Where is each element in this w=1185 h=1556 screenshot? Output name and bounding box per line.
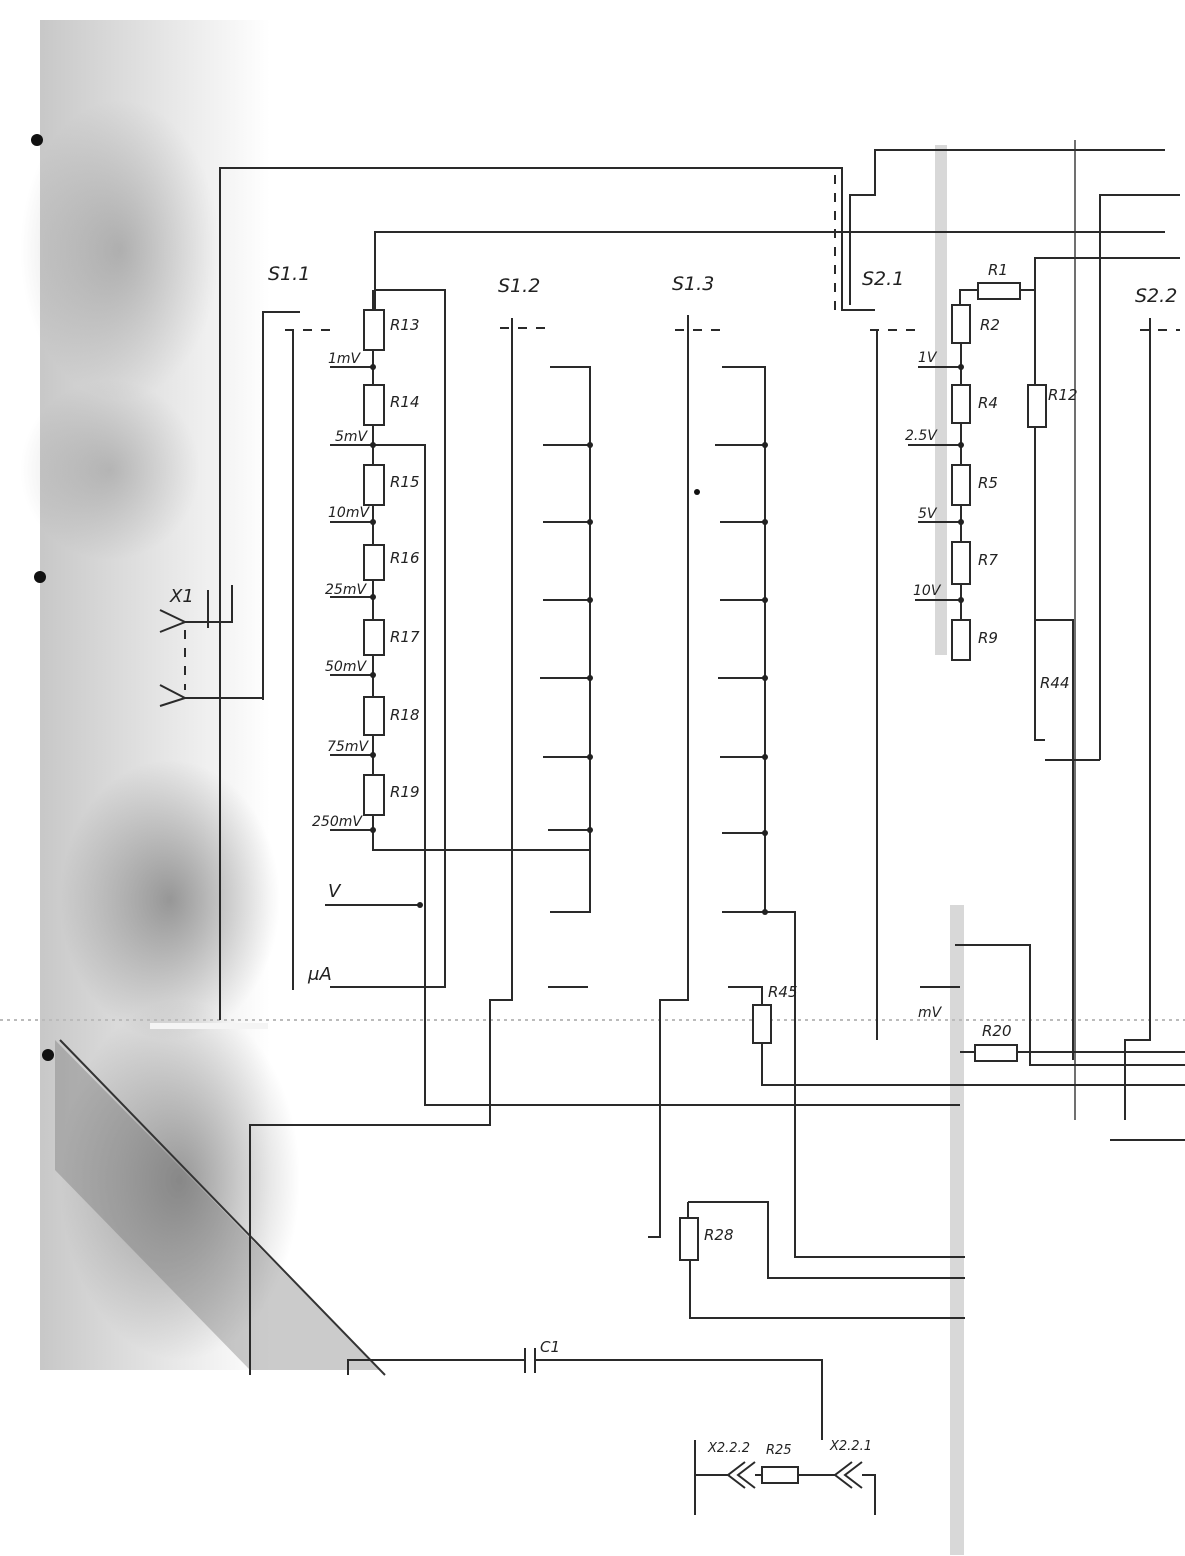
- label-75mv: 75mV: [327, 739, 369, 755]
- label-s1-1: S1.1: [268, 263, 310, 285]
- label-25mv: 25mV: [325, 582, 367, 598]
- resistor-labels: R1 R2 R4 R5 R7 R9 R12 R13 R14 R15 R16 R1…: [390, 261, 1078, 1458]
- label-r4: R4: [978, 394, 998, 412]
- label-r7: R7: [978, 551, 998, 569]
- top-wiring: [219, 140, 1180, 1120]
- label-r45: R45: [768, 983, 798, 1001]
- label-s1-3: S1.3: [672, 273, 714, 295]
- range-labels-left: 1mV 5mV 10mV 25mV 50mV 75mV 250mV V μA: [307, 351, 370, 985]
- x1-connector: [159, 585, 263, 707]
- label-c1: C1: [540, 1338, 560, 1356]
- label-250mv: 250mV: [312, 814, 363, 830]
- label-s1-2: S1.2: [498, 275, 540, 297]
- label-r12: R12: [1048, 386, 1078, 404]
- label-r44: R44: [1040, 674, 1070, 692]
- label-s2-1: S2.1: [862, 268, 904, 290]
- label-1v: 1V: [918, 350, 938, 366]
- label-r15: R15: [390, 473, 420, 491]
- label-x2-right: X2.2.1: [829, 1439, 872, 1454]
- label-v: V: [328, 881, 342, 902]
- label-r18: R18: [390, 706, 420, 724]
- label-r17: R17: [390, 628, 420, 646]
- label-r28: R28: [704, 1226, 734, 1244]
- label-r13: R13: [390, 316, 420, 334]
- s1-2-switch: [249, 318, 593, 1375]
- label-r25: R25: [766, 1443, 792, 1458]
- label-x2-2-2: X2.2.2: [707, 1441, 750, 1456]
- connector-labels: X1 X2.2.2 X2.2.1: [169, 586, 872, 1456]
- label-5mv: 5mV: [335, 429, 369, 445]
- label-r20: R20: [982, 1022, 1012, 1040]
- label-50mv: 50mV: [325, 659, 367, 675]
- switch-labels: S1.1 S1.2 S1.3 S2.1 S2.2: [268, 263, 1177, 307]
- label-mv-right: mV: [918, 1005, 943, 1021]
- label-5v: 5V: [918, 506, 938, 522]
- label-s2-2: S2.2: [1135, 285, 1177, 307]
- s2-1-switch: [870, 282, 1185, 1141]
- bottom-section: [347, 1348, 876, 1515]
- s1-1-ladder: [262, 289, 960, 1106]
- label-1mv: 1mV: [328, 351, 362, 367]
- label-r1: R1: [988, 261, 1008, 279]
- label-ua: μA: [307, 964, 332, 985]
- label-r19: R19: [390, 783, 420, 801]
- label-r14: R14: [390, 393, 420, 411]
- label-2-5v: 2.5V: [905, 428, 938, 444]
- label-10mv: 10mV: [328, 505, 370, 521]
- range-labels-right: 1V 2.5V 5V 10V mV: [905, 350, 943, 1021]
- label-10v: 10V: [913, 583, 942, 599]
- label-x1: X1: [169, 586, 194, 607]
- label-r5: R5: [978, 474, 998, 492]
- label-r2: R2: [980, 316, 1000, 334]
- label-r16: R16: [390, 549, 420, 567]
- s2-2-switch: [1124, 318, 1180, 1120]
- scan-noise: [0, 20, 1185, 1555]
- s1-3-switch: [648, 315, 1185, 1319]
- label-r9: R9: [978, 629, 998, 647]
